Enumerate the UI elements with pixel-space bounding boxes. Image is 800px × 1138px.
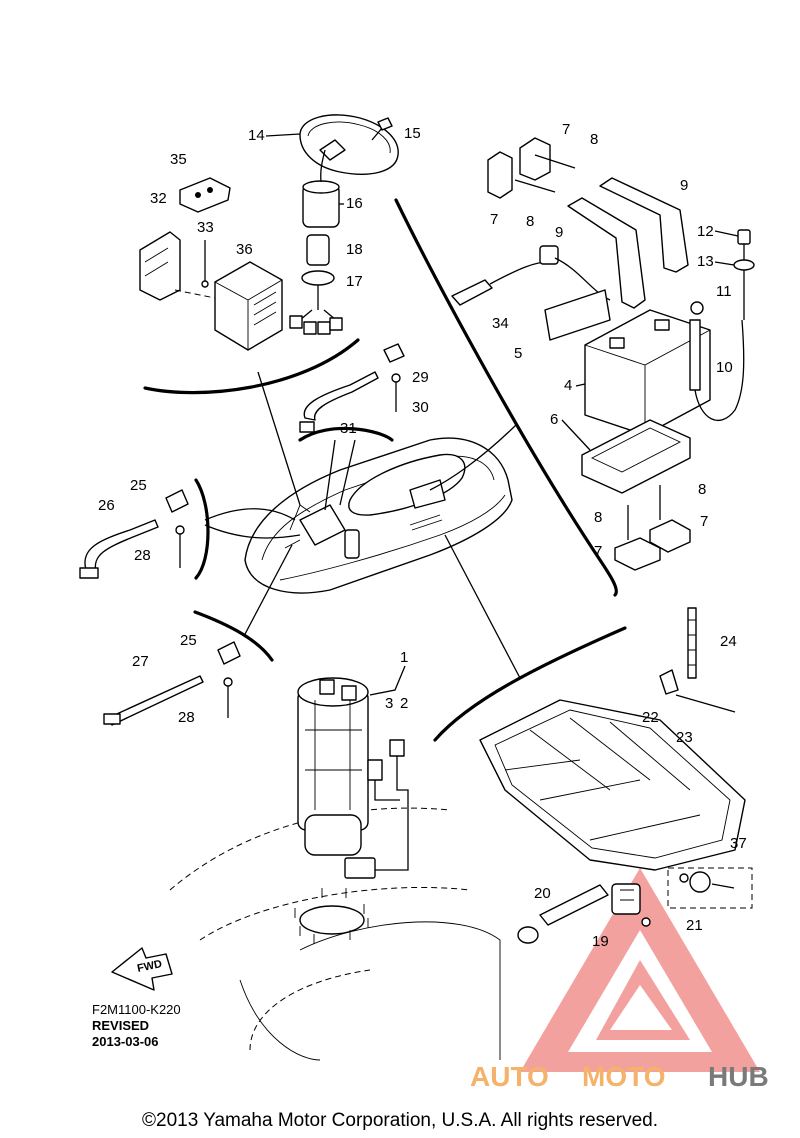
watermark-triangle [520,868,760,1072]
callout-15: 15 [404,125,421,142]
ecu-group [139,114,399,351]
fuel-pump-group [169,677,501,1061]
callout-labels: 14 15 16 18 17 35 32 33 36 7 8 7 8 9 9 1… [98,121,747,950]
frame-group [479,607,753,944]
callout-8a: 8 [590,131,598,148]
callout-24: 24 [720,633,737,650]
tie-group-upper [79,489,189,579]
callout-6: 6 [550,411,558,428]
callout-32: 32 [150,190,167,207]
callout-20: 20 [534,885,551,902]
callout-37: 37 [730,835,747,852]
copyright-text: ©2013 Yamaha Motor Corporation, U.S.A. A… [142,1110,658,1131]
clip-group [299,343,405,433]
callout-23: 23 [676,729,693,746]
callout-22: 22 [642,709,659,726]
group-brackets [143,198,627,742]
callout-25b: 25 [180,632,197,649]
fwd-label: FWD [136,958,163,975]
callout-1: 1 [400,649,408,666]
callout-9b: 9 [555,224,563,241]
callout-27: 27 [132,653,149,670]
callout-33: 33 [197,219,214,236]
callout-35: 35 [170,151,187,168]
callout-25a: 25 [130,477,147,494]
callout-9a: 9 [680,177,688,194]
callout-18: 18 [346,241,363,258]
callout-7b: 7 [490,211,498,228]
callout-11: 11 [716,283,732,300]
revised-label: REVISED [92,1018,149,1033]
callout-17: 17 [346,273,363,290]
tie-group-lower [103,641,241,726]
callout-5: 5 [514,345,522,362]
diagram-code: F2M1100-K220 [92,1002,181,1017]
watermark-auto: AUTO [470,1061,549,1092]
revised-date: 2013-03-06 [92,1034,159,1049]
callout-28a: 28 [134,547,151,564]
battery-group [451,137,755,571]
jetski-hull [244,437,513,594]
watermark-logo: AUTO MOTO HUB [470,1061,769,1092]
callout-13: 13 [697,253,714,270]
callout-12: 12 [697,223,714,240]
callout-36: 36 [236,241,253,258]
callout-8c: 8 [698,481,706,498]
callout-28b: 28 [178,709,195,726]
callout-2: 2 [400,695,408,712]
callout-14: 14 [248,127,265,144]
callout-19: 19 [592,933,609,950]
callout-4: 4 [564,377,572,394]
callout-29: 29 [412,369,429,386]
watermark-hub: HUB [708,1061,769,1092]
callout-7a: 7 [562,121,570,138]
callout-10: 10 [716,359,733,376]
callout-31: 31 [340,420,357,437]
callout-26: 26 [98,497,115,514]
callout-8b: 8 [526,213,534,230]
callout-7d: 7 [594,543,602,560]
callout-30: 30 [412,399,429,416]
watermark-moto: MOTO [582,1061,665,1092]
fwd-arrow: FWD [111,947,173,991]
callout-16: 16 [346,195,363,212]
callout-8d: 8 [594,509,602,526]
callout-3: 3 [385,695,393,712]
callout-21: 21 [686,917,703,934]
callout-7c: 7 [700,513,708,530]
callout-34: 34 [492,315,509,332]
